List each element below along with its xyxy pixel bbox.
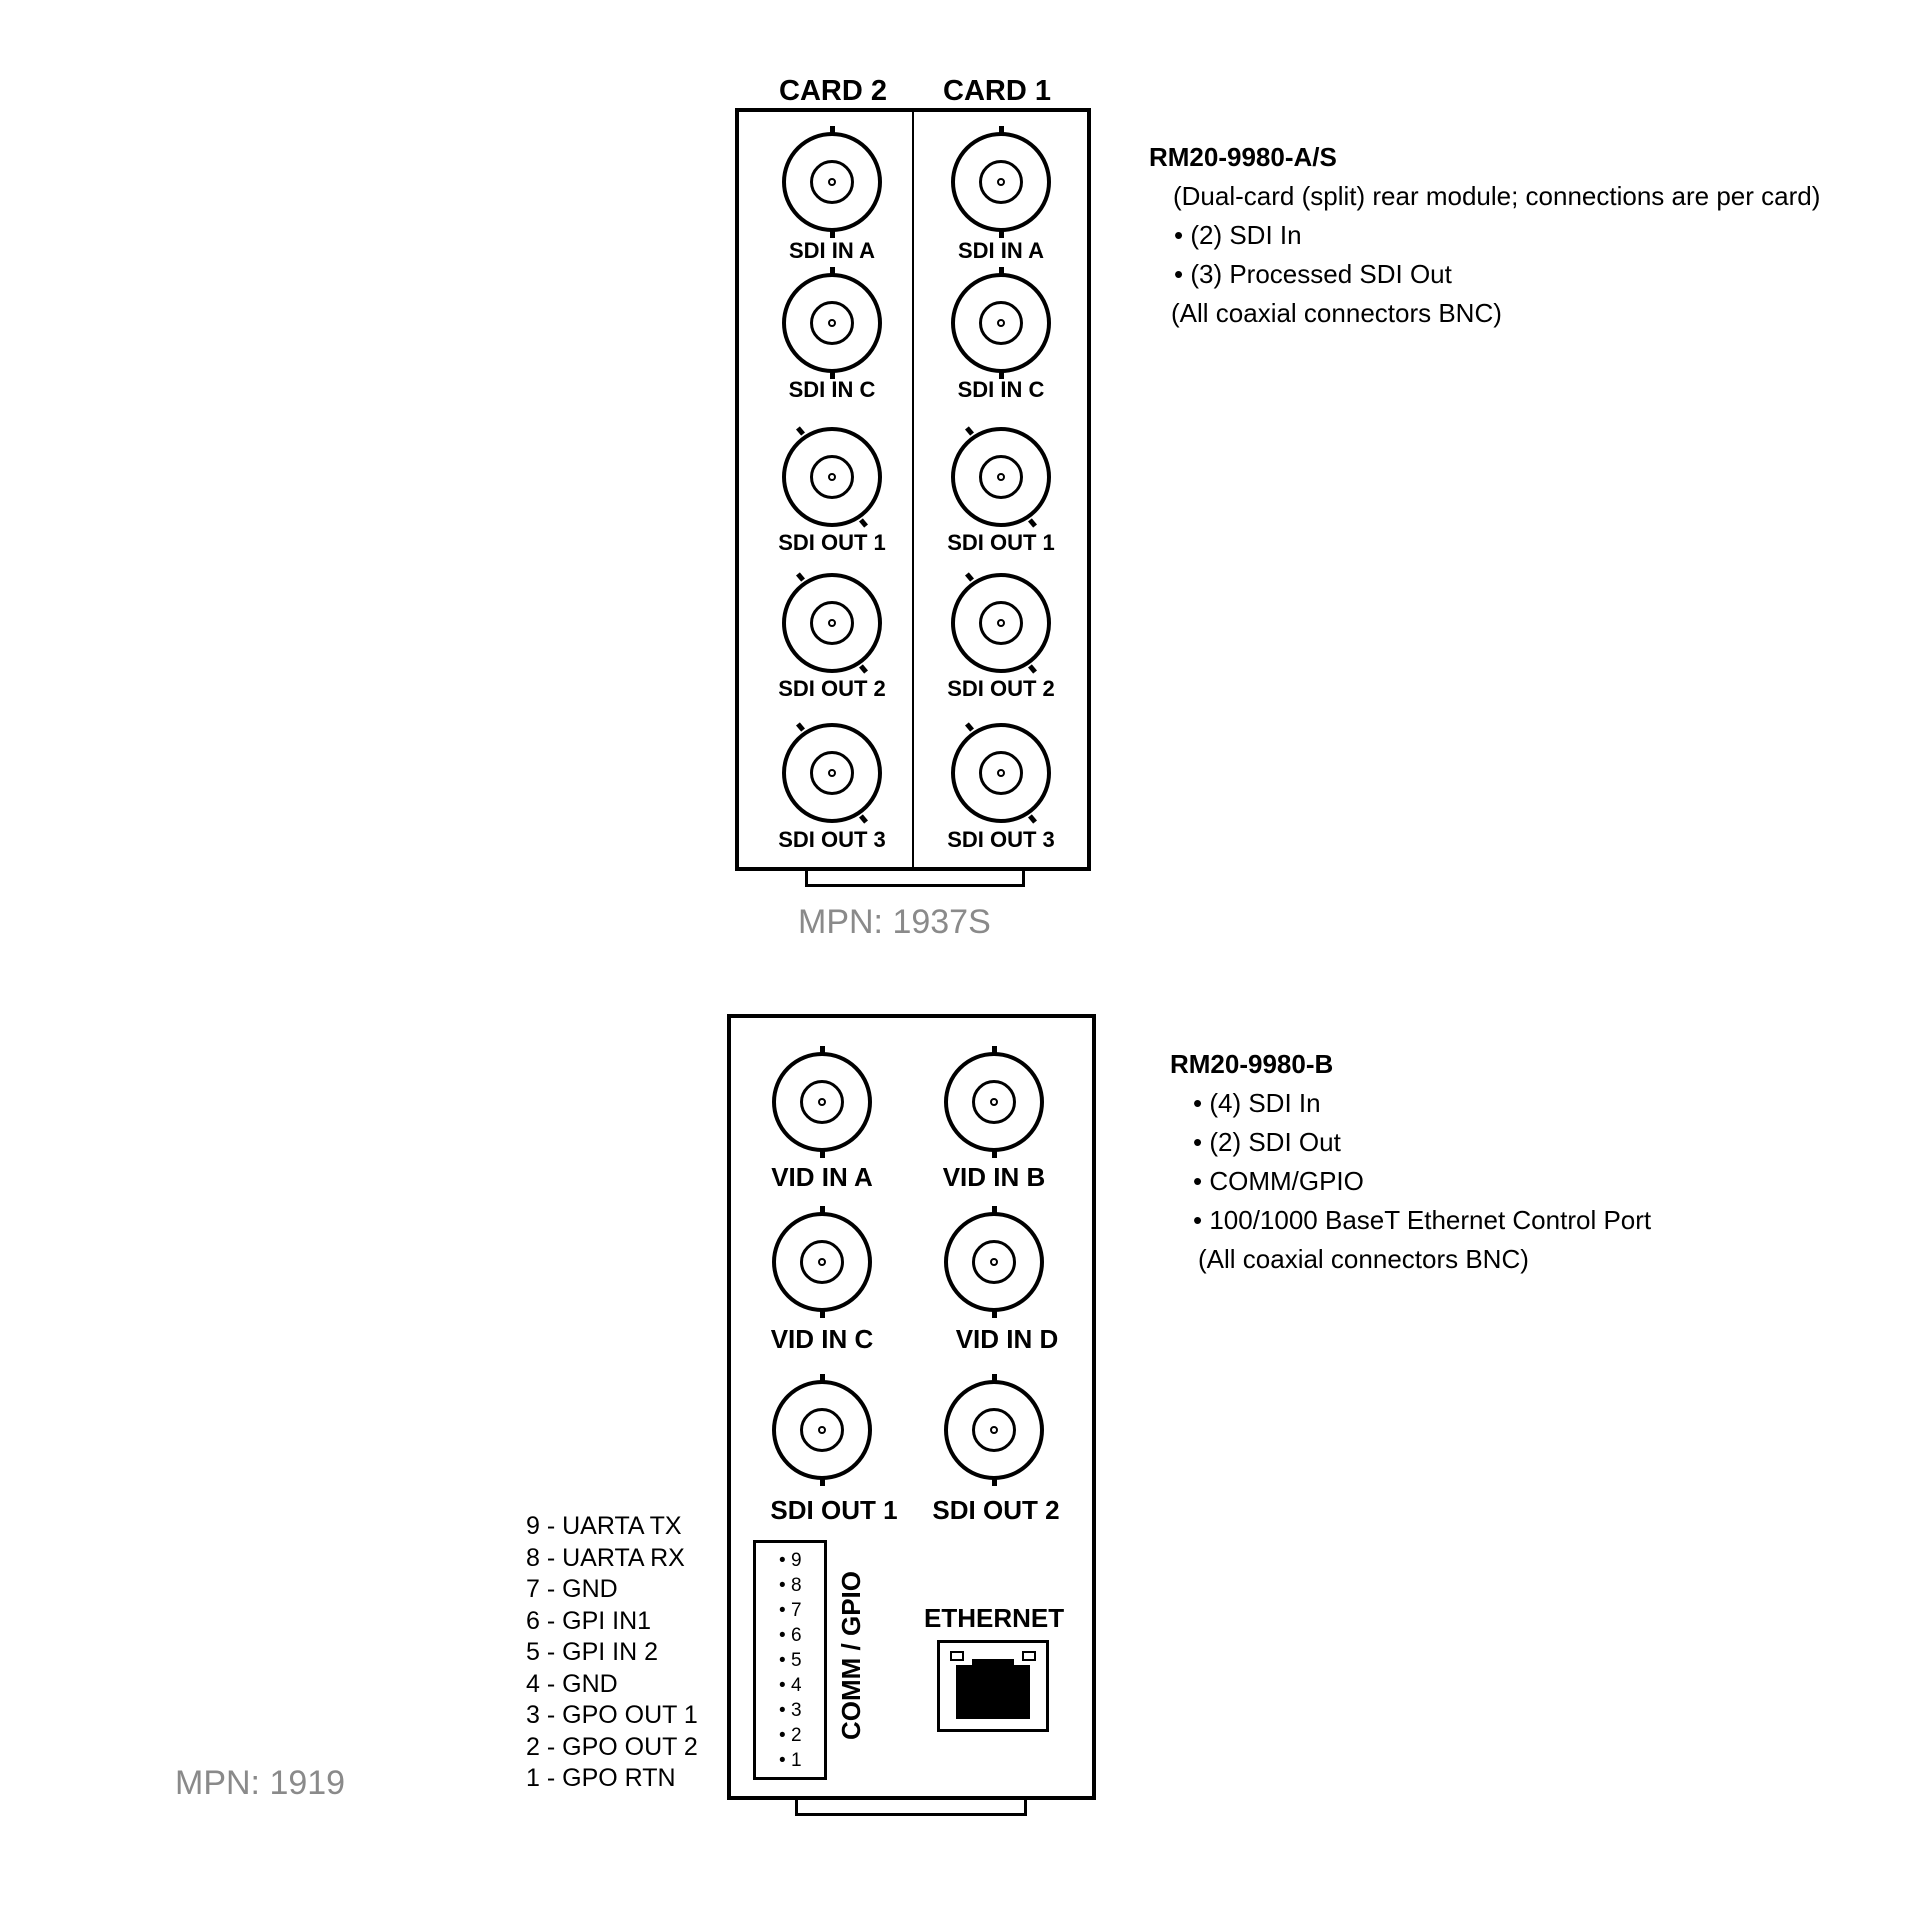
card1-sdi-in-a-label: SDI IN A — [958, 238, 1044, 263]
gpio-pin-number: • 2 — [779, 1725, 802, 1746]
gpio-pin-number: • 3 — [779, 1700, 802, 1721]
module-b-desc-line: (All coaxial connectors BNC) — [1198, 1244, 1529, 1274]
module-a-desc-line: • (2) SDI In — [1174, 220, 1302, 250]
card1-sdi-out-1-label: SDI OUT 1 — [947, 530, 1055, 555]
gpio-pin-number: • 4 — [779, 1675, 802, 1696]
bnc-connector-icon — [951, 126, 1051, 238]
ethernet-label: ETHERNET — [924, 1603, 1065, 1633]
module-a-desc-line: • (3) Processed SDI Out — [1174, 259, 1452, 289]
bnc-connector-icon — [782, 267, 882, 379]
bnc-connector-icon — [772, 1206, 872, 1318]
module-b-desc-line: • 100/1000 BaseT Ethernet Control Port — [1193, 1205, 1652, 1235]
gpio-pin-item: 6 - GPI IN1 — [526, 1606, 652, 1635]
gpio-pin-item: 1 - GPO RTN — [526, 1764, 676, 1792]
gpio-pin-item: 3 - GPO OUT 1 — [526, 1701, 698, 1729]
bnc-connector-icon — [772, 1046, 872, 1158]
module-b-desc-line: • (4) SDI In — [1193, 1088, 1321, 1118]
gpio-pin-item: 5 - GPI IN 2 — [526, 1638, 658, 1666]
sdi-out-1-label: SDI OUT 1 — [770, 1495, 898, 1525]
card2-sdi-out-3-label: SDI OUT 3 — [778, 827, 886, 852]
gpio-pin-list: 9 - UARTA TX 8 - UARTA RX 7 - GND 6 - GP… — [526, 1511, 698, 1795]
ethernet-port-icon — [937, 1640, 1049, 1732]
card2-sdi-out-2-label: SDI OUT 2 — [778, 676, 886, 701]
vid-in-c-label: VID IN C — [770, 1324, 874, 1354]
card1-sdi-out-2-label: SDI OUT 2 — [947, 676, 1055, 701]
module-a-panel-foot — [805, 869, 1025, 887]
module-a-description: RM20-9980-A/S (Dual-card (split) rear mo… — [1149, 138, 1820, 333]
gpio-pin-number: • 8 — [779, 1575, 802, 1596]
card1-sdi-out-3-label: SDI OUT 3 — [947, 827, 1055, 852]
bnc-connector-icon — [944, 1374, 1044, 1486]
bnc-connector-icon — [782, 572, 882, 674]
gpio-pin-number: • 5 — [779, 1650, 802, 1671]
gpio-pin-item: 2 - GPO OUT 2 — [526, 1732, 698, 1761]
vid-in-b-label: VID IN B — [942, 1162, 1046, 1192]
gpio-pin-number: • 1 — [779, 1750, 802, 1771]
vid-in-d-label: VID IN D — [955, 1324, 1059, 1354]
bnc-connector-icon — [782, 126, 882, 238]
module-b-title: RM20-9980-B — [1170, 1049, 1334, 1079]
bnc-connector-icon — [772, 1374, 872, 1486]
card2-sdi-out-1-label: SDI OUT 1 — [778, 530, 886, 555]
comm-gpio-label: COMM / GPIO — [836, 1571, 866, 1740]
vid-in-a-label: VID IN A — [771, 1162, 873, 1192]
card-divider — [912, 110, 914, 869]
bnc-connector-icon — [944, 1206, 1044, 1318]
module-b-mpn: MPN: 1919 — [175, 1764, 346, 1802]
card-1-header: CARD 1 — [943, 75, 1051, 107]
gpio-pin-item: 8 - UARTA RX — [526, 1543, 685, 1572]
card-2-header: CARD 2 — [779, 75, 887, 107]
module-b-desc-line: • COMM/GPIO — [1193, 1166, 1364, 1196]
card1-sdi-in-c-label: SDI IN C — [957, 377, 1045, 402]
bnc-connector-icon — [951, 267, 1051, 379]
card2-sdi-in-c-label: SDI IN C — [788, 377, 876, 402]
bnc-connector-icon — [951, 572, 1051, 674]
module-a-title: RM20-9980-A/S — [1149, 142, 1337, 172]
bnc-connector-icon — [782, 426, 882, 528]
bnc-connector-icon — [951, 722, 1051, 824]
gpio-pin-item: 4 - GND — [526, 1669, 618, 1698]
gpio-terminal-block — [753, 1540, 827, 1780]
gpio-pin-item: 9 - UARTA TX — [526, 1512, 682, 1540]
module-b-description: RM20-9980-B • (4) SDI In • (2) SDI Out •… — [1170, 1045, 1651, 1279]
gpio-pin-item: 7 - GND — [526, 1575, 618, 1603]
gpio-pin-number: • 7 — [779, 1600, 802, 1621]
module-b-desc-line: • (2) SDI Out — [1193, 1127, 1341, 1157]
module-b-panel-foot — [795, 1798, 1027, 1816]
bnc-connector-icon — [782, 722, 882, 824]
module-a-mpn: MPN: 1937S — [798, 903, 991, 941]
module-a-desc-line: (Dual-card (split) rear module; connecti… — [1173, 181, 1821, 211]
bnc-connector-icon — [944, 1046, 1044, 1158]
gpio-pin-number: • 9 — [779, 1550, 802, 1571]
sdi-out-2-label: SDI OUT 2 — [932, 1495, 1060, 1525]
module-a-desc-line: (All coaxial connectors BNC) — [1171, 298, 1502, 328]
bnc-connector-icon — [951, 426, 1051, 528]
gpio-pin-number: • 6 — [779, 1625, 802, 1646]
card2-sdi-in-a-label: SDI IN A — [789, 238, 875, 263]
